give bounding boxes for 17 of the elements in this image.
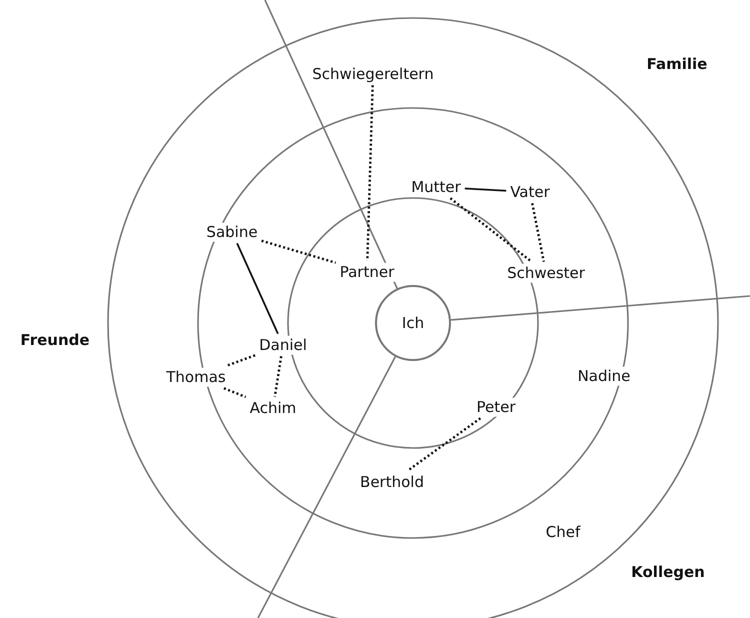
group-label: Familie: [646, 55, 708, 73]
group-label: Freunde: [20, 331, 90, 349]
person-name: Sabine: [204, 222, 260, 242]
ego-circle: Ich: [375, 285, 451, 361]
connector-line: [261, 240, 336, 264]
person-name: Thomas: [164, 368, 228, 386]
group-label: Kollegen: [631, 563, 705, 581]
connector-line: [406, 417, 482, 472]
connector-line: [226, 354, 256, 367]
connector-line: [224, 387, 246, 398]
connector-line: [366, 85, 374, 261]
connector-line: [450, 197, 532, 263]
connector-line: [531, 203, 545, 262]
connector-line: [236, 242, 279, 334]
person-name: Schwester: [505, 264, 587, 282]
connector-line: [464, 188, 506, 192]
connector-line: [274, 356, 282, 397]
